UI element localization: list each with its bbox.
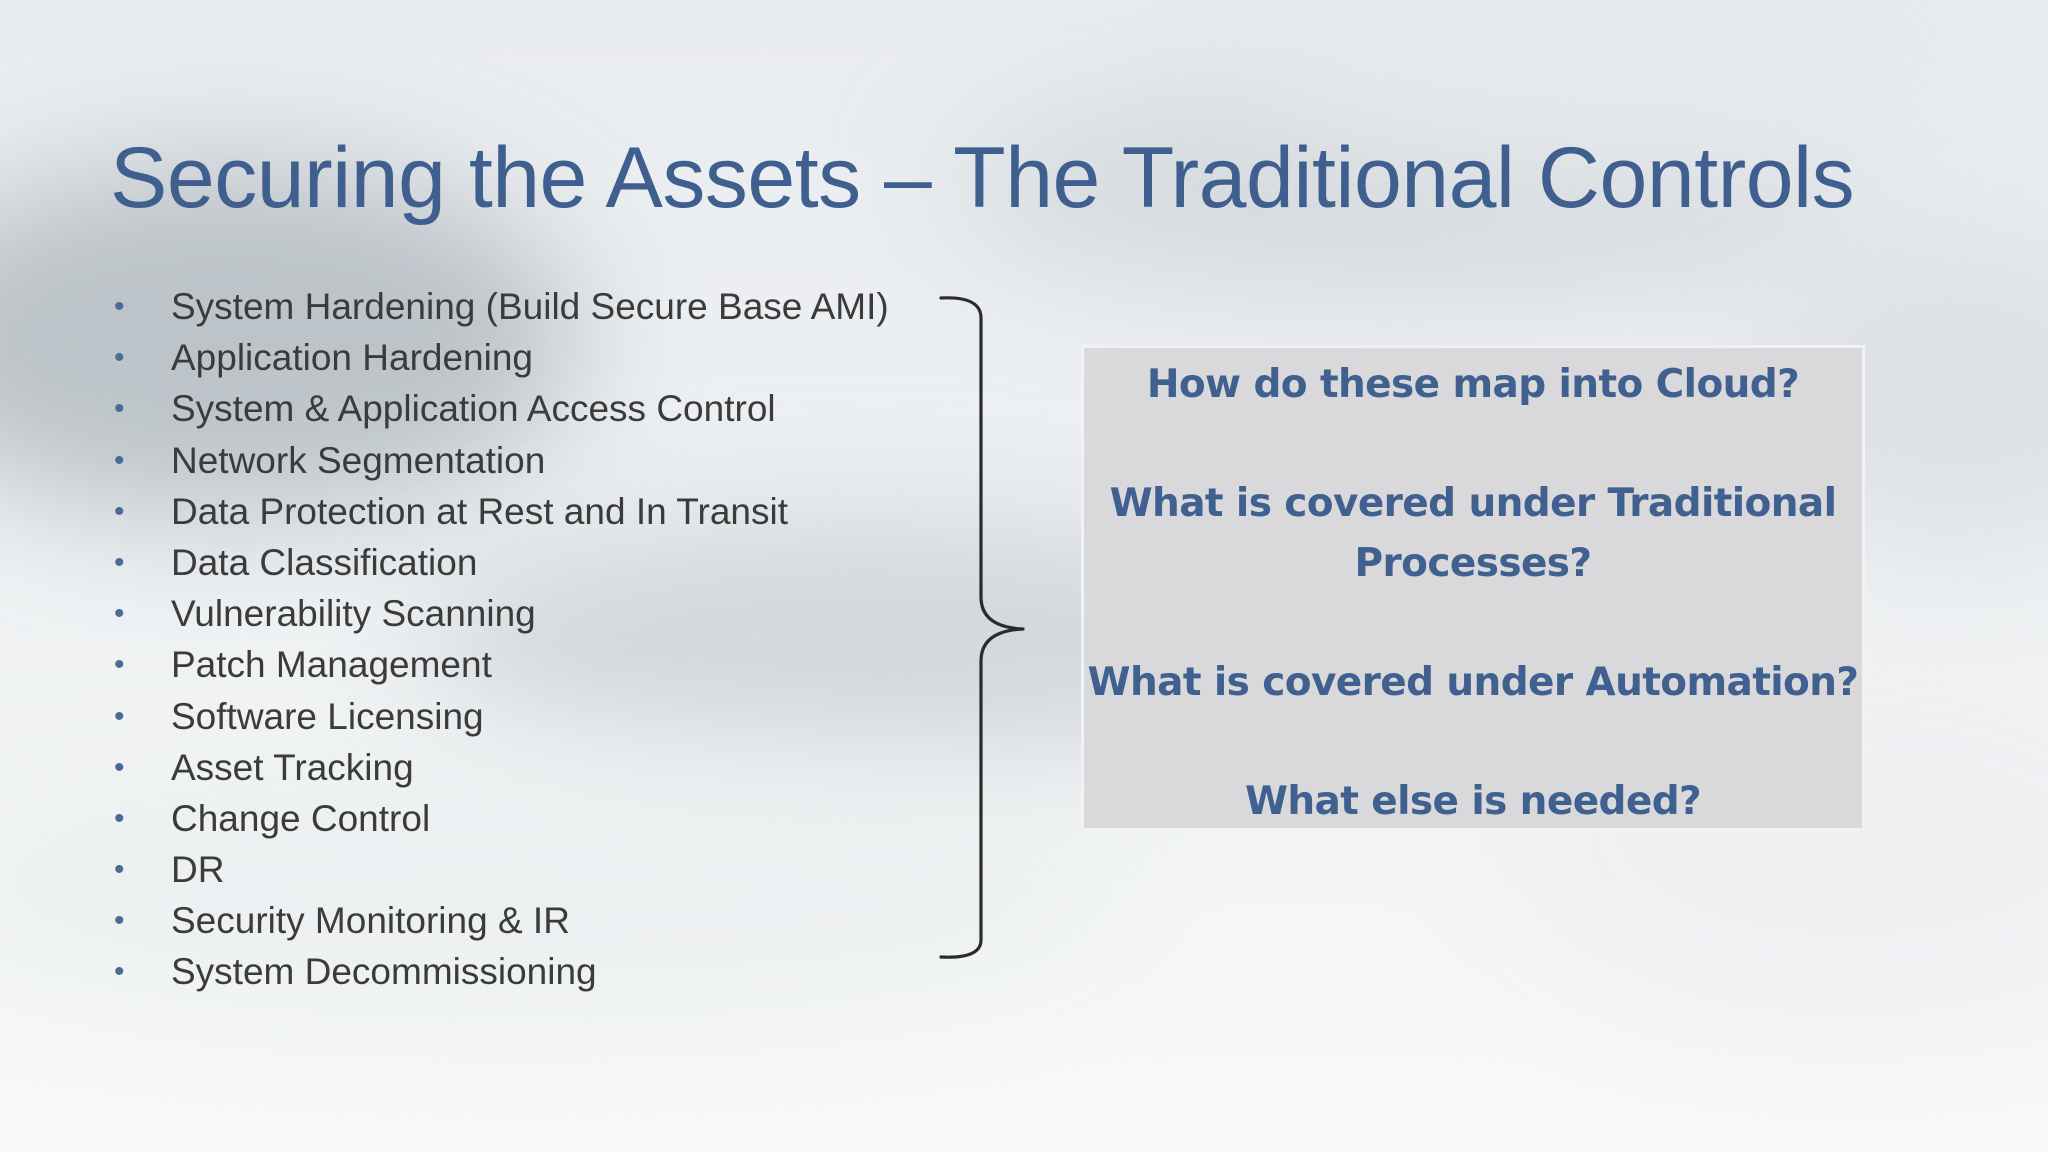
list-item-text: Software Licensing (171, 695, 484, 737)
bullet-icon: • (114, 750, 125, 784)
bullet-icon: • (114, 290, 125, 323)
list-item-text: System & Application Access Control (171, 388, 776, 430)
list-item-text: System Decommissioning (171, 951, 597, 993)
list-item: • Asset Tracking (110, 742, 889, 793)
bullet-icon: • (114, 853, 125, 887)
list-item-text: Data Protection at Rest and In Transit (171, 490, 788, 532)
questions-box: How do these map into Cloud? What is cov… (1081, 345, 1865, 831)
list-item-text: DR (171, 849, 225, 891)
question-cloud-mapping: How do these map into Cloud? (1146, 362, 1800, 407)
list-item: • System Decommissioning (110, 946, 889, 997)
list-item: • Data Protection at Rest and In Transit (110, 486, 889, 537)
bullet-icon: • (114, 392, 125, 426)
bullet-icon: • (114, 443, 125, 477)
list-item-text: Security Monitoring & IR (171, 900, 570, 942)
bullet-icon: • (114, 801, 125, 835)
list-item: • Network Segmentation (110, 435, 889, 486)
bullet-icon: • (114, 341, 125, 375)
list-item-text: Network Segmentation (171, 439, 546, 481)
bullet-icon: • (114, 699, 125, 733)
list-item: • Vulnerability Scanning (110, 588, 889, 639)
question-traditional-processes: What is covered under Traditional Proces… (1109, 481, 1837, 586)
list-item-text: Asset Tracking (171, 746, 414, 788)
list-item: • System Hardening (Build Secure Base AMI… (110, 281, 889, 332)
bullet-icon: • (114, 955, 125, 989)
list-item: • Security Monitoring & IR (110, 895, 889, 946)
list-item-text: Application Hardening (171, 337, 534, 379)
bullet-icon: • (114, 494, 125, 528)
list-item: • Patch Management (110, 639, 889, 690)
list-item-text: Vulnerability Scanning (171, 593, 536, 635)
list-item: • Data Classification (110, 537, 889, 588)
list-item: • Application Hardening (110, 332, 889, 383)
list-item-text: Patch Management (171, 644, 492, 686)
list-item-text: Change Control (171, 797, 431, 839)
question-automation: What is covered under Automation? (1087, 660, 1859, 705)
list-item-text: System Hardening (Build Secure Base AMI) (171, 286, 889, 327)
list-item: • System & Application Access Control (110, 383, 889, 434)
list-item: • Change Control (110, 793, 889, 844)
list-item: • Software Licensing (110, 691, 889, 742)
controls-list: • System Hardening (Build Secure Base AMI… (110, 281, 889, 998)
slide-title: Securing the Assets – The Traditional Co… (110, 130, 1855, 226)
bullet-icon: • (114, 545, 125, 579)
question-else-needed: What else is needed? (1244, 779, 1702, 824)
bullet-icon: • (114, 648, 125, 682)
list-item-text: Data Classification (171, 541, 478, 583)
bullet-icon: • (114, 597, 125, 631)
list-item: • DR (110, 844, 889, 895)
curly-brace-icon (939, 296, 1025, 959)
bullet-icon: • (114, 904, 125, 938)
